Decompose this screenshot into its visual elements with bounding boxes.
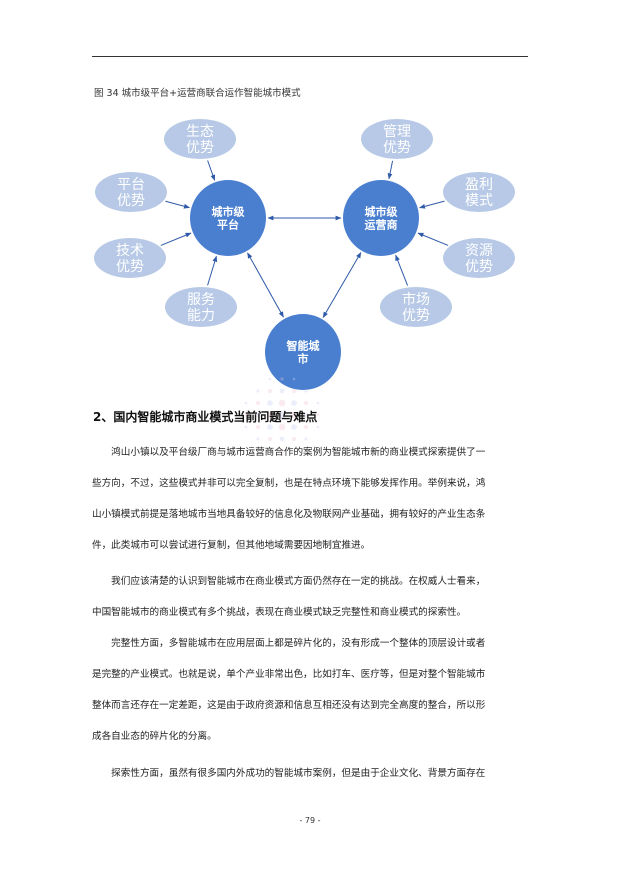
factor-management-advantage-label: 管理优势	[383, 124, 411, 156]
factor-resource-advantage	[443, 238, 515, 278]
paragraph-line: 完整性方面，多智能城市在应用层面上都是碎片化的，没有形成一个整体的顶层设计或者	[92, 638, 486, 649]
paragraph-line: 中国智能城市的商业模式有多个挑战，表现在商业模式缺乏完整性和商业模式的探索性。	[92, 607, 467, 618]
factor-profit-model-label: 盈利模式	[465, 177, 493, 209]
arrow-to-operator	[419, 200, 445, 209]
figure-caption: 图 34 城市级平台+运营商联合运作智能城市模式	[94, 88, 301, 99]
arrow-to-operator	[387, 160, 394, 180]
paragraph-line: 是完整的产业模式。也就是说，单个产业非常出色，比如打车、医疗等，但是对整个智能城…	[92, 669, 486, 680]
factor-technology-advantage-label: 技术优势	[116, 243, 144, 275]
watermark-dots	[232, 365, 332, 465]
arrow-to-platform	[160, 232, 192, 246]
factor-profit-model	[443, 172, 515, 212]
arrow-to-operator	[417, 232, 449, 246]
hub-city-platform	[190, 180, 266, 256]
paragraph-line: 鸿山小镇以及平台级厂商与城市运营商合作的案例为智能城市新的商业模式探索提供了一	[92, 447, 486, 458]
hub-city-operator-label: 城市级运营商	[365, 205, 399, 232]
factor-platform-advantage	[95, 172, 167, 212]
hub-smart-city-label: 智能城市	[287, 339, 320, 366]
paragraph-4: 探索性方面，虽然有很多国内外成功的智能城市案例，但是由于企业文化、背景方面存在	[92, 758, 529, 789]
arrow-to-platform	[207, 160, 216, 181]
hub-city-platform-label: 城市级平台	[212, 205, 246, 232]
factor-ecosystem-advantage-label: 生态优势	[186, 124, 214, 156]
factor-market-advantage-label: 市场优势	[402, 291, 430, 324]
factor-market-advantage	[380, 287, 452, 327]
header-rule	[92, 56, 528, 57]
factor-resource-advantage-label: 资源优势	[465, 243, 493, 275]
paragraph-line: 成各自业态的碎片化的分离。	[92, 731, 217, 742]
hub-city-operator	[343, 180, 419, 256]
arrow-to-platform	[165, 200, 190, 209]
paragraph-line: 整体而言还存在一定差距，这是由于政府资源和信息互相还没有达到完全高度的整合，所以…	[92, 700, 486, 711]
factor-technology-advantage	[94, 238, 166, 278]
paragraph-1: 鸿山小镇以及平台级厂商与城市运营商合作的案例为智能城市新的商业模式探索提供了一 …	[92, 437, 529, 561]
paragraph-3: 完整性方面，多智能城市在应用层面上都是碎片化的，没有形成一个整体的顶层设计或者 …	[92, 628, 529, 752]
arrow-operator-smart-city	[322, 252, 362, 318]
paragraph-line: 山小镇模式前提是落地城市当地具备较好的信息化及物联网产业基础，拥有较好的产业生态…	[92, 509, 486, 520]
paragraph-line: 件，此类城市可以尝试进行复制，但其他地域需要因地制宜推进。	[92, 540, 371, 551]
hub-smart-city	[265, 314, 341, 390]
arrow-to-platform	[207, 255, 218, 286]
page-number: - 79 -	[299, 816, 321, 825]
arrow-to-operator	[395, 254, 409, 286]
paragraph-2: 我们应该清楚的认识到智能城市在商业模式方面仍然存在一定的挑战。在权威人士看来， …	[92, 566, 529, 628]
section-title: 2、国内智能城市商业模式当前问题与难点	[93, 410, 318, 424]
factor-ecosystem-advantage	[164, 119, 236, 159]
arrow-platform-smart-city	[247, 252, 284, 318]
factor-management-advantage	[361, 119, 433, 159]
factor-service-capability-label: 服务能力	[187, 292, 215, 324]
factor-platform-advantage-label: 平台优势	[117, 177, 145, 209]
paragraph-line: 我们应该清楚的认识到智能城市在商业模式方面仍然存在一定的挑战。在权威人士看来，	[92, 576, 486, 587]
paragraph-line: 探索性方面，虽然有很多国内外成功的智能城市案例，但是由于企业文化、背景方面存在	[92, 768, 486, 779]
paragraph-line: 些方向，不过，这些模式并非可以完全复制，也是在特点环境下能够发挥作用。举例来说，…	[92, 478, 486, 489]
factor-service-capability	[165, 287, 237, 327]
